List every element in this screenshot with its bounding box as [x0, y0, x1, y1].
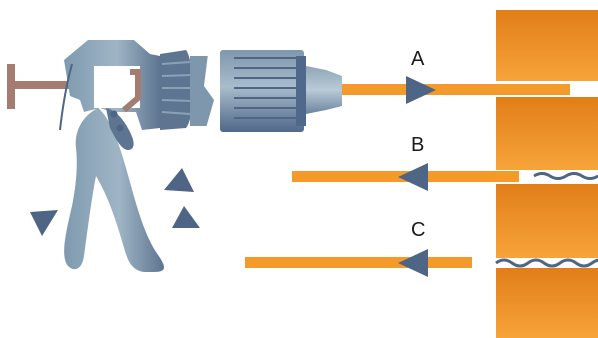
rod-b: B — [292, 134, 519, 191]
material-block-2 — [496, 97, 598, 170]
label-a: A — [411, 48, 425, 70]
label-c: C — [411, 219, 425, 241]
nozzle — [306, 66, 342, 114]
rivet-gun — [7, 40, 342, 272]
rod-a-bar — [340, 84, 570, 95]
break-gap — [204, 54, 222, 128]
grip — [64, 108, 164, 272]
rod-a: A — [340, 48, 570, 104]
triangle-arrow-icon — [30, 210, 58, 236]
material-block-4 — [496, 268, 598, 338]
triangle-arrow-icon — [172, 206, 200, 228]
triangle-arrow-icon — [164, 168, 194, 192]
rod-c: C — [245, 219, 472, 277]
motion-arrows — [30, 168, 200, 236]
body-break — [190, 56, 216, 126]
motor-end-cap — [296, 56, 306, 126]
trigger-link — [122, 69, 141, 113]
collar-ribs — [161, 61, 193, 115]
pivot-dot-1 — [110, 110, 118, 118]
triangle-arrow-icon — [406, 76, 436, 104]
triangle-arrow-icon — [398, 249, 428, 277]
coupling-collar — [160, 50, 193, 130]
material-stack — [495, 10, 598, 338]
link-wire — [59, 63, 73, 131]
motor-fins — [234, 57, 300, 119]
material-block-1 — [496, 10, 598, 81]
motor-housing — [220, 50, 304, 132]
label-b: B — [411, 134, 424, 156]
rod-c-bar — [245, 257, 472, 268]
material-block-3 — [496, 184, 598, 258]
triangle-arrow-icon — [398, 163, 428, 191]
deformation-wave-c — [495, 258, 598, 268]
deformation-wave-b — [533, 172, 598, 180]
pivot-dot-2 — [116, 124, 124, 132]
